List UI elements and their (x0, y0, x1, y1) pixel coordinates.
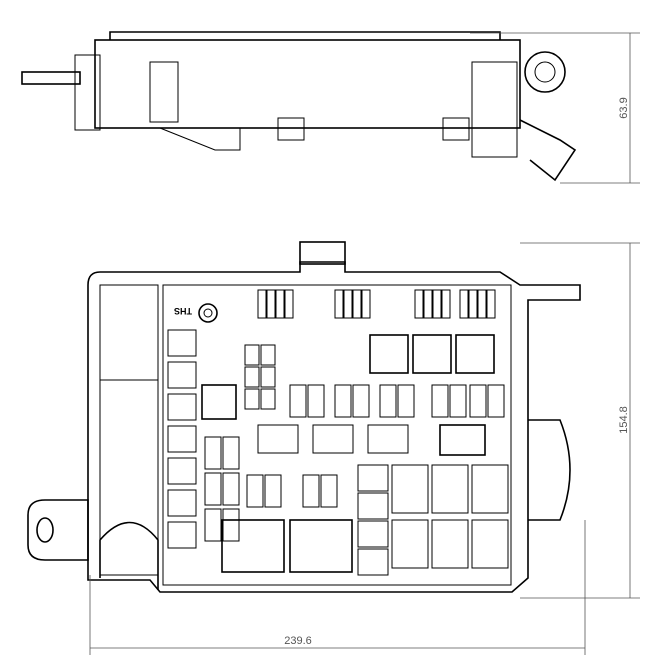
fuse-slot (244, 344, 260, 366)
fuse-slot (244, 366, 260, 388)
relay-socket (391, 464, 429, 514)
fuse-slot (343, 289, 353, 319)
fuse-slot (361, 289, 371, 319)
relay-socket (257, 424, 299, 454)
fuse-slot (357, 492, 389, 520)
top-knob (299, 241, 346, 265)
relay-socket (455, 334, 495, 374)
relay-socket (167, 457, 197, 485)
relay-socket (431, 519, 469, 569)
fuse-slot (302, 474, 320, 508)
fuse-slot (222, 508, 240, 542)
side-ramp (159, 127, 241, 151)
top-mount-hole (36, 517, 54, 543)
fuse-slot (357, 464, 389, 492)
relay-socket (167, 393, 197, 421)
relay-socket (431, 464, 469, 514)
fuse-slot (469, 384, 487, 418)
relay-socket (312, 424, 354, 454)
top-view: THS 154.8 239.6 (27, 241, 640, 655)
top-outline (87, 261, 581, 593)
fuse-slot (357, 520, 389, 548)
marking-label: THS (174, 306, 192, 316)
fuse-slot (432, 289, 442, 319)
top-arc-cutout (99, 521, 159, 590)
fuse-slot (204, 508, 222, 542)
side-terminal (277, 117, 305, 141)
side-left-connector (21, 71, 81, 85)
fuse-slot (307, 384, 325, 418)
fuse-slot (266, 289, 276, 319)
fuse-slot (486, 289, 496, 319)
fuse-slot (487, 384, 505, 418)
fuse-slot (275, 289, 285, 319)
fuse-slot (414, 289, 424, 319)
fuse-slot (352, 384, 370, 418)
fuse-slot (246, 474, 264, 508)
fuse-slot (357, 548, 389, 576)
side-terminal (442, 117, 470, 141)
side-mount-hole (534, 61, 556, 83)
relay-socket (167, 489, 197, 517)
side-clip (149, 61, 179, 123)
fuse-slot (449, 384, 467, 418)
relay-socket (391, 519, 429, 569)
fuse-slot (459, 289, 469, 319)
fuse-slot (204, 472, 222, 506)
fuse-slot (334, 384, 352, 418)
fuse-slot (441, 289, 451, 319)
relay-socket (167, 425, 197, 453)
dim-height-label: 63.9 (618, 97, 630, 118)
relay-socket (367, 424, 409, 454)
fuse-slot (260, 366, 276, 388)
top-cable-outlet (528, 419, 571, 521)
side-lid (109, 31, 501, 40)
fuse-slot (379, 384, 397, 418)
fuse-slot (260, 388, 276, 410)
dim-width-label: 239.6 (284, 635, 312, 647)
side-cable-outlet (519, 119, 577, 182)
relay-socket (439, 424, 486, 456)
fuse-slot (264, 474, 282, 508)
fuse-grid (167, 289, 509, 576)
fuse-slot (423, 289, 433, 319)
fuse-slot (477, 289, 487, 319)
fuse-slot (334, 289, 344, 319)
fuse-slot (244, 388, 260, 410)
fuse-area (162, 284, 512, 586)
fuse-slot (284, 289, 294, 319)
relay-socket (412, 334, 452, 374)
relay-socket (471, 519, 509, 569)
side-right-clip (471, 61, 518, 158)
fuse-slot (397, 384, 415, 418)
dim-depth-label: 154.8 (618, 406, 630, 434)
fuse-slot (431, 384, 449, 418)
fuse-slot (222, 436, 240, 470)
side-left-bracket (74, 54, 101, 131)
fuse-slot (204, 436, 222, 470)
relay-socket (167, 329, 197, 357)
top-screw-hole (203, 308, 213, 318)
fuse-slot (260, 344, 276, 366)
side-mount-loop (524, 51, 566, 93)
top-left-panel (99, 284, 159, 576)
relay-socket (289, 519, 353, 573)
fuse-slot (352, 289, 362, 319)
relay-socket (369, 334, 409, 374)
side-body (94, 39, 521, 129)
side-view: 63.9 (21, 31, 640, 184)
relay-socket (221, 519, 285, 573)
fuse-slot (289, 384, 307, 418)
relay-socket (201, 384, 237, 420)
fuse-slot (222, 472, 240, 506)
relay-socket (167, 521, 197, 549)
top-screw-boss (198, 303, 218, 323)
fuse-slot (468, 289, 478, 319)
relay-socket (167, 361, 197, 389)
fuse-slot (320, 474, 338, 508)
top-mount-ear (27, 499, 89, 561)
fuse-slot (257, 289, 267, 319)
relay-socket (471, 464, 509, 514)
